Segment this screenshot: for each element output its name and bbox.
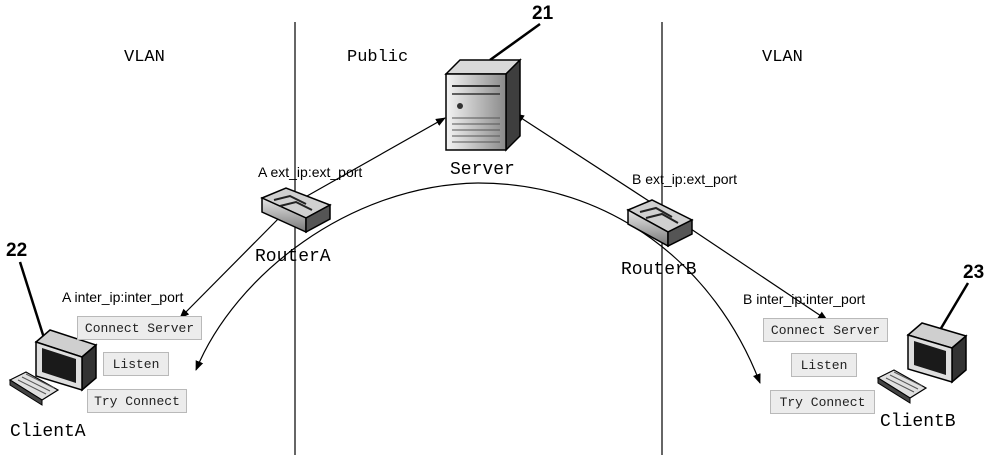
- link-routerb-clientb: [684, 224, 828, 321]
- client-a-step-connect-server: Connect Server: [77, 316, 202, 340]
- hole-punch-arc-to-clientb: [477, 182, 761, 384]
- server-ref-number: 21: [532, 3, 554, 24]
- zone-label-center: Public: [347, 48, 409, 67]
- router-a-address: A ext_ip:ext_port: [258, 164, 363, 180]
- ref-leader-21: [489, 22, 541, 62]
- client-b-step-listen: Listen: [791, 353, 857, 377]
- client-b-ref-number: 23: [963, 262, 985, 283]
- client-a-step-try-connect: Try Connect: [87, 389, 187, 413]
- client-a-ref-number: 22: [6, 240, 28, 261]
- router-b-label: RouterB: [621, 260, 697, 280]
- client-a-address: A inter_ip:inter_port: [62, 289, 184, 305]
- client-b-computer-icon: [876, 322, 968, 404]
- router-b-address: B ext_ip:ext_port: [632, 171, 738, 187]
- server-icon: [444, 58, 522, 152]
- link-routera-clienta: [179, 211, 286, 319]
- zone-label-right: VLAN: [762, 48, 803, 67]
- client-b-address: B inter_ip:inter_port: [743, 291, 866, 307]
- client-b-step-connect-server: Connect Server: [763, 318, 888, 342]
- ref-leader-23: [938, 282, 970, 331]
- router-a-label: RouterA: [255, 247, 331, 267]
- zone-label-left: VLAN: [124, 48, 165, 67]
- link-routera-server: [299, 117, 446, 201]
- client-b-step-try-connect: Try Connect: [770, 390, 875, 414]
- client-a-computer-icon: [8, 329, 98, 406]
- link-routerb-server: [514, 113, 656, 206]
- router-b-icon: [626, 199, 694, 248]
- client-b-label: ClientB: [880, 412, 956, 432]
- client-a-label: ClientA: [10, 422, 86, 442]
- ref-leader-22: [18, 261, 46, 339]
- router-a-icon: [260, 187, 332, 234]
- hole-punch-arc-to-clienta: [195, 182, 479, 371]
- client-a-step-listen: Listen: [103, 352, 169, 376]
- server-label: Server: [450, 160, 515, 180]
